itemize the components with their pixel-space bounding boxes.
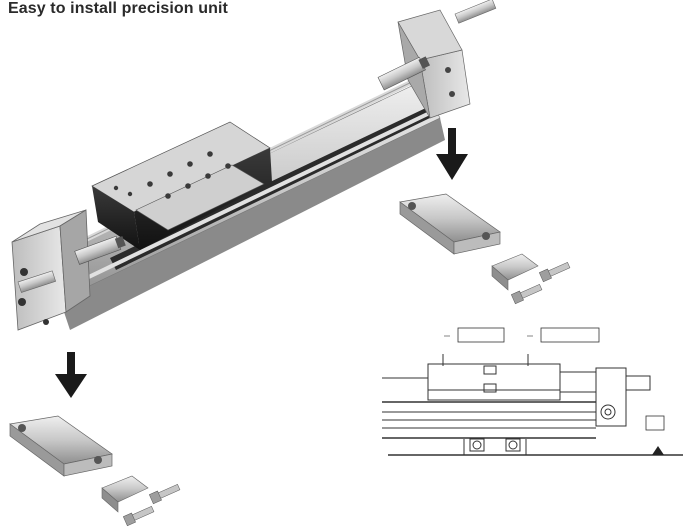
mounting-kit-right: [399, 193, 571, 305]
rail-body-bottom: [60, 118, 445, 330]
mounting-kit-left: [9, 415, 181, 527]
page-title: Easy to install precision unit: [8, 0, 228, 17]
down-arrow-icon: [55, 352, 87, 398]
carriage-front: [92, 186, 140, 250]
carriage-cover-plate: [135, 164, 265, 231]
dimension-box: [457, 327, 505, 343]
socket-head-screw-icon: [148, 483, 181, 505]
socket-head-screw-icon: [538, 261, 571, 283]
dimension-box: [645, 415, 665, 431]
end-block-left-side: [59, 209, 91, 313]
dimension-box: [540, 327, 600, 343]
down-arrow-icon: [436, 128, 468, 180]
socket-head-screw-icon: [122, 505, 155, 527]
carriage: [91, 121, 272, 250]
socket-head-screw-icon: [510, 283, 543, 305]
technical-drawing: [382, 327, 683, 456]
linear-axis: [11, 0, 497, 331]
